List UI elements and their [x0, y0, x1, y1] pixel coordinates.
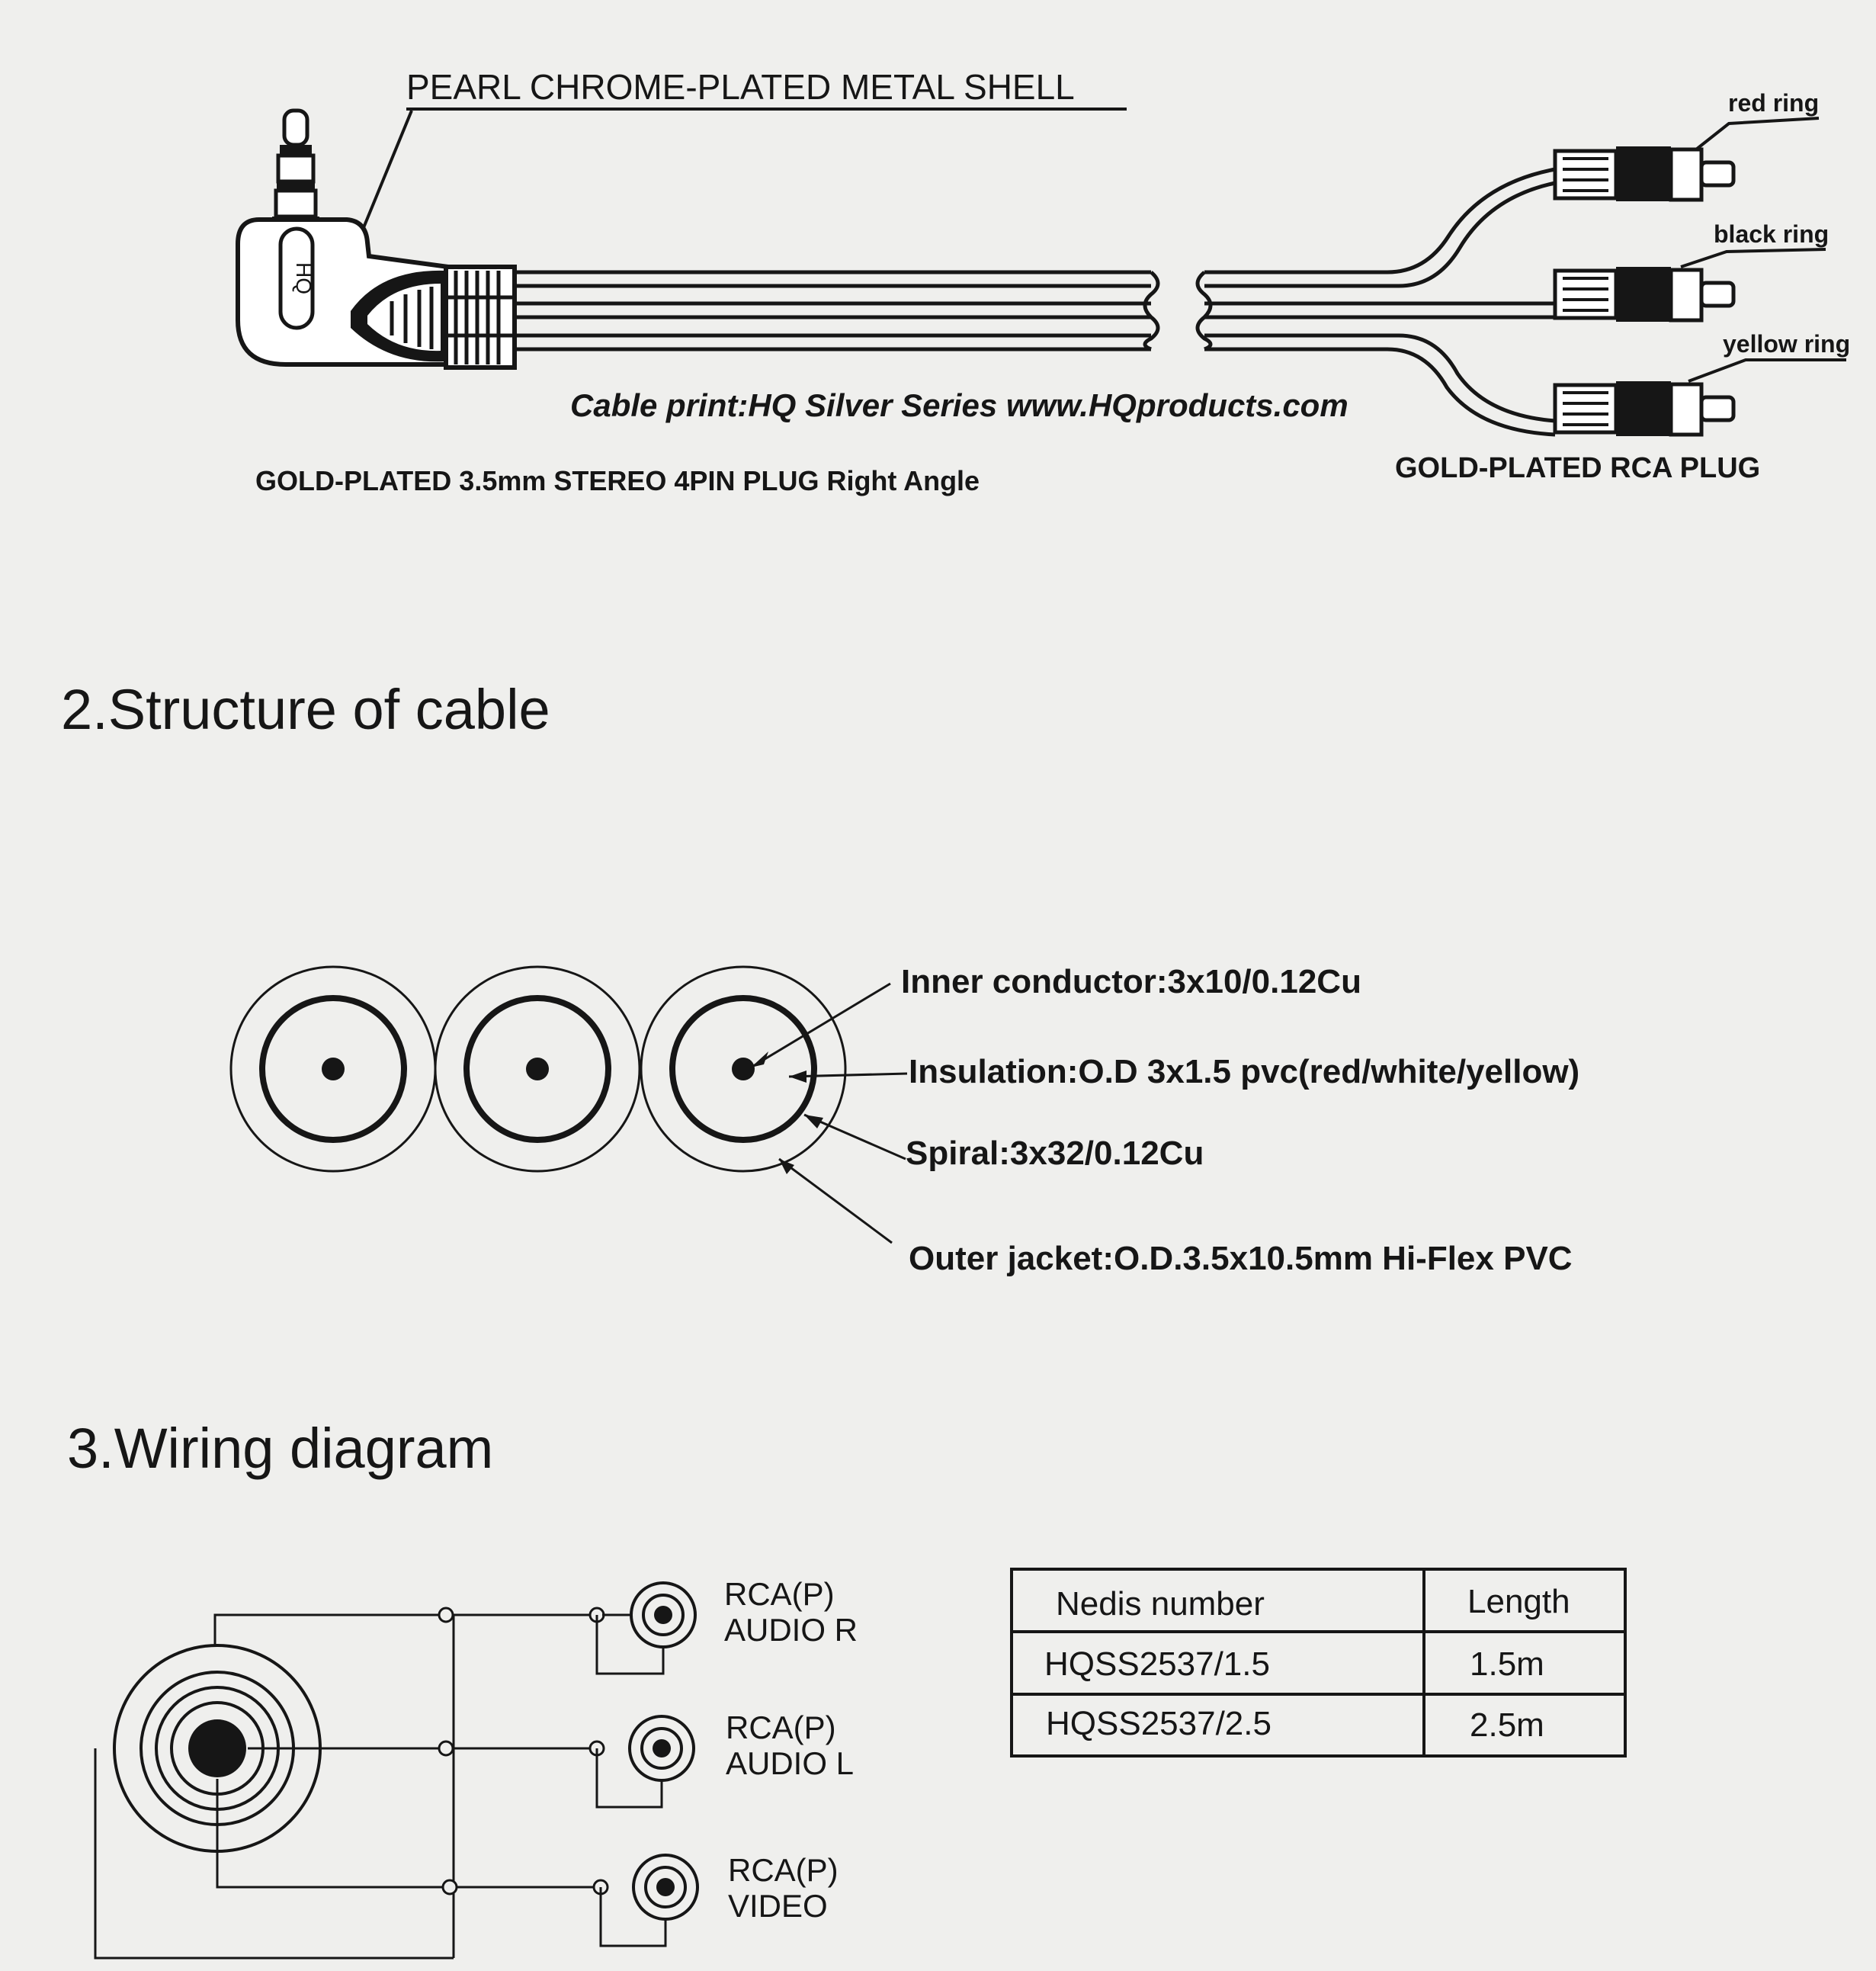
rca-plug-2 [1553, 267, 1736, 323]
table-cell-length: 1.5m [1470, 1645, 1544, 1683]
product-table [1010, 1568, 1627, 1758]
rca-plug-label: GOLD-PLATED RCA PLUG [1395, 452, 1760, 484]
callout-insulation: Insulation:O.D 3x1.5 pvc(red/white/yello… [909, 1053, 1579, 1090]
wiring-heading: 3.Wiring diagram [67, 1417, 493, 1480]
connector-3-line1: RCA(P) [728, 1852, 839, 1888]
ring-label-yellow: yellow ring [1723, 330, 1850, 358]
callout-inner-conductor: Inner conductor:3x10/0.12Cu [901, 963, 1361, 1000]
rca-socket-video [599, 1854, 699, 1947]
shell-label: PEARL CHROME-PLATED METAL SHELL [406, 67, 1075, 107]
connector-3-line2: VIDEO [728, 1888, 828, 1924]
cable-cross-section [229, 965, 908, 1244]
ring-label-black: black ring [1714, 220, 1829, 248]
callout-outer-jacket: Outer jacket:O.D.3.5x10.5mm Hi-Flex PVC [909, 1240, 1573, 1277]
cable-drawing: PEARL CHROME-PLATED METAL SHELL HQ [236, 67, 1850, 496]
jack-tip [272, 108, 319, 224]
rca-socket-audio-r [595, 1581, 697, 1675]
structure-heading: 2.Structure of cable [61, 678, 550, 741]
table-header-length: Length [1467, 1583, 1570, 1620]
wiring-diagram [94, 1581, 699, 1960]
ring-label-red: red ring [1728, 89, 1819, 117]
connector-1-line1: RCA(P) [724, 1576, 835, 1612]
rca-socket-audio-l [595, 1715, 695, 1809]
rca-plug-3 [1553, 381, 1736, 437]
table-cell-model: HQSS2537/2.5 [1046, 1705, 1272, 1742]
table-cell-model: HQSS2537/1.5 [1044, 1645, 1270, 1683]
connector-1-line2: AUDIO R [724, 1612, 858, 1648]
connector-2-line1: RCA(P) [726, 1709, 836, 1745]
callout-spiral: Spiral:3x32/0.12Cu [906, 1135, 1204, 1172]
cable-print-label: Cable print:HQ Silver Series www.HQprodu… [570, 387, 1348, 424]
table-cell-length: 2.5m [1470, 1706, 1544, 1744]
table-header-nedis-number: Nedis number [1056, 1585, 1265, 1623]
plug-type-label: GOLD-PLATED 3.5mm STEREO 4PIN PLUG Right… [255, 465, 980, 496]
connector-2-line2: AUDIO L [726, 1745, 854, 1781]
plug-brand-label: HQ [292, 262, 316, 294]
rca-plug-1 [1553, 146, 1736, 202]
